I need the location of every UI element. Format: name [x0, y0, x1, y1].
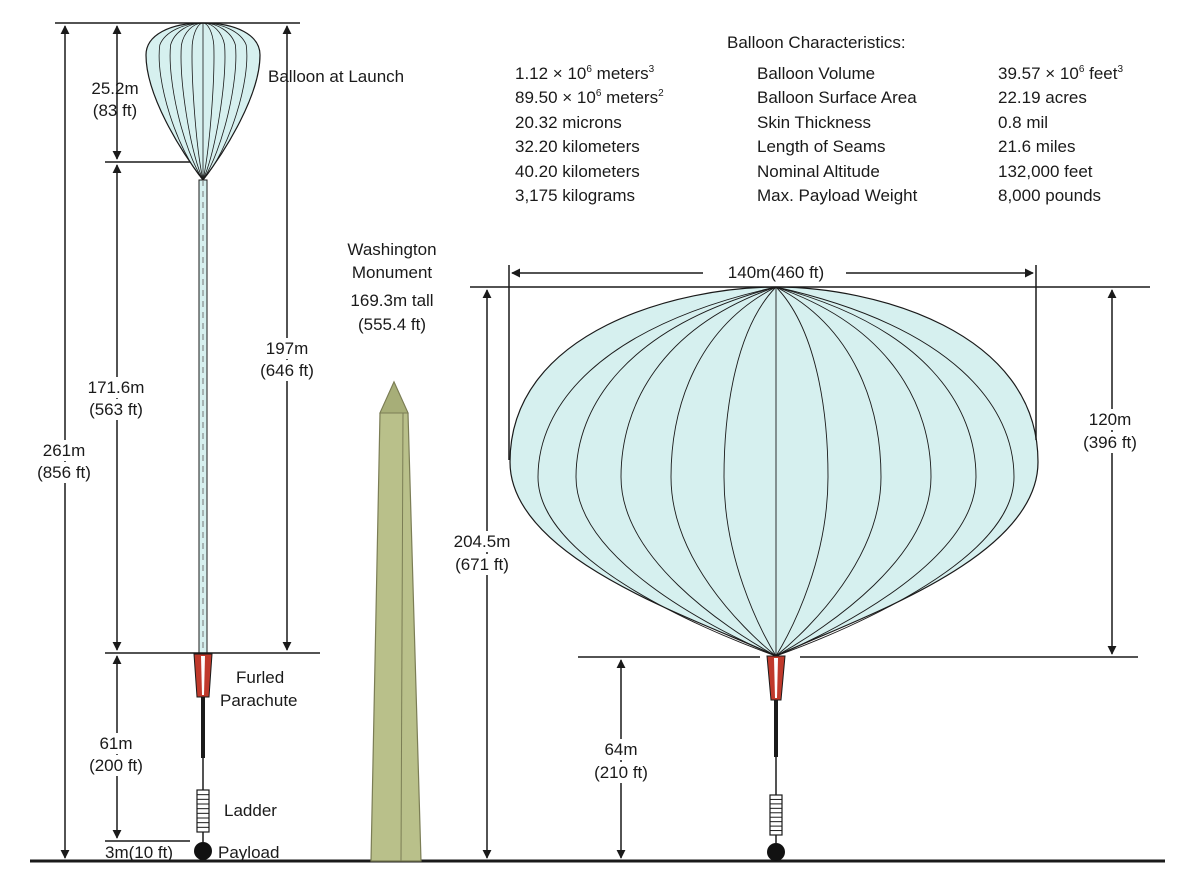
launch-total-height-ft: (856 ft) [37, 462, 91, 483]
launch-top-height-m: 25.2m [91, 79, 139, 98]
furled-label-2: Parachute [220, 691, 298, 710]
monument-label-2: Monument [351, 263, 433, 282]
launch-lower-m: 61m [99, 733, 133, 754]
char-imperial: 21.6 miles [998, 137, 1076, 157]
char-name: Balloon Surface Area [757, 88, 917, 108]
launch-top-height-ft: (83 ft) [92, 101, 138, 120]
char-metric: 89.50 × 106 meters2 [515, 88, 664, 108]
payload-label: Payload [218, 843, 280, 862]
monument-label-3: 169.3m tall [350, 291, 434, 310]
char-name: Skin Thickness [757, 112, 872, 132]
launch-to-parachute-m: 197m [265, 338, 309, 359]
char-name: Max. Payload Weight [757, 185, 918, 205]
float-ladder [769, 794, 783, 843]
char-imperial: 39.57 × 106 feet3 [998, 64, 1124, 83]
chart-title: Balloon Characteristics: [727, 33, 906, 52]
char-metric: 40.20 kilometers [515, 161, 640, 181]
launch-to-parachute-ft: (646 ft) [260, 360, 314, 381]
char-imperial: 0.8 mil [998, 112, 1049, 132]
char-imperial: 22.19 acres [998, 88, 1087, 108]
float-width-label: 140m(460 ft) [727, 263, 825, 282]
float-parachute [766, 655, 786, 795]
float-lower-ft: (210 ft) [594, 762, 648, 783]
washington-monument [370, 380, 422, 862]
char-imperial: 8,000 pounds [998, 185, 1102, 205]
float-balloon [509, 286, 1039, 657]
launch-lower-ft: (200 ft) [89, 755, 143, 776]
furled-parachute [193, 653, 213, 790]
float-lower-m: 64m [604, 739, 638, 760]
char-name: Length of Seams [757, 137, 886, 157]
char-metric: 20.32 microns [515, 112, 622, 132]
monument-label-4: (555.4 ft) [357, 315, 427, 334]
launch-total-height-m: 261m [42, 440, 86, 461]
ladder-label: Ladder [224, 801, 277, 820]
char-name: Nominal Altitude [757, 161, 880, 181]
float-balloon-height-ft: (396 ft) [1083, 432, 1137, 453]
ladder [196, 789, 210, 842]
float-balloon-height-m: 120m [1088, 409, 1132, 430]
float-payload [767, 843, 785, 861]
payload-gap-label: 3m(10 ft) [105, 843, 174, 862]
char-name: Balloon Volume [757, 64, 876, 83]
char-imperial: 132,000 feet [998, 161, 1093, 181]
balloon-at-launch-label: Balloon at Launch [268, 67, 405, 86]
float-total-height-ft: (671 ft) [455, 554, 509, 575]
launch-train-height-m: 171.6m [87, 377, 145, 398]
char-metric: 3,175 kilograms [515, 185, 636, 205]
launch-balloon [145, 22, 261, 654]
char-metric: 32.20 kilometers [515, 137, 640, 157]
furled-label-1: Furled [236, 668, 285, 687]
launch-train-height-ft: (563 ft) [89, 399, 143, 420]
float-total-height-m: 204.5m [453, 531, 511, 552]
char-metric: 1.12 × 106 meters3 [515, 64, 655, 83]
payload [194, 842, 212, 860]
monument-label-1: Washington [347, 240, 437, 259]
